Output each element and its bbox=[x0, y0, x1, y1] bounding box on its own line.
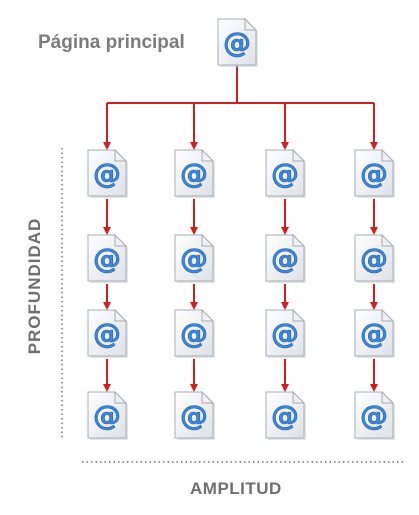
page-icon-col2-row4: @ bbox=[174, 390, 215, 440]
at-sign-icon: @ bbox=[223, 26, 251, 59]
at-sign-icon: @ bbox=[271, 317, 299, 350]
at-sign-icon: @ bbox=[271, 242, 299, 275]
at-sign-icon: @ bbox=[360, 157, 388, 190]
at-sign-icon: @ bbox=[180, 242, 208, 275]
page-icon-col1-row2: @ bbox=[87, 233, 128, 283]
page-icon-col4-row2: @ bbox=[354, 233, 395, 283]
page-icon-col4-row1: @ bbox=[354, 148, 395, 198]
at-sign-icon: @ bbox=[93, 399, 121, 432]
depth-axis-label: PROFUNDIDAD bbox=[25, 217, 44, 355]
at-sign-icon: @ bbox=[93, 242, 121, 275]
at-sign-icon: @ bbox=[271, 399, 299, 432]
at-sign-icon: @ bbox=[180, 157, 208, 190]
page-icon-col1-row3: @ bbox=[87, 308, 128, 358]
page-icon-col3-row3: @ bbox=[265, 308, 306, 358]
page-icon-col4-row4: @ bbox=[354, 390, 395, 440]
page-icon-col3-row4: @ bbox=[265, 390, 306, 440]
at-sign-icon: @ bbox=[360, 317, 388, 350]
page-icon-col1-row1: @ bbox=[87, 148, 128, 198]
connector-arrows bbox=[103, 65, 378, 392]
at-sign-icon: @ bbox=[271, 157, 299, 190]
at-sign-icon: @ bbox=[93, 317, 121, 350]
page-icon-col1-row4: @ bbox=[87, 390, 128, 440]
at-sign-icon: @ bbox=[180, 317, 208, 350]
page-icon-col2-row2: @ bbox=[174, 233, 215, 283]
at-sign-icon: @ bbox=[360, 242, 388, 275]
page-icons: @ @ @ @ @ @ @ @ @ @ @ @ @ @ @ @ @ bbox=[87, 17, 395, 440]
root-page-icon: @ bbox=[217, 17, 258, 67]
root-page-label: Página principal bbox=[38, 32, 185, 53]
page-icon-col2-row1: @ bbox=[174, 148, 215, 198]
page-icon-col4-row3: @ bbox=[354, 308, 395, 358]
page-icon-col2-row3: @ bbox=[174, 308, 215, 358]
breadth-axis-label: AMPLITUD bbox=[190, 479, 282, 498]
at-sign-icon: @ bbox=[180, 399, 208, 432]
page-icon-col3-row1: @ bbox=[265, 148, 306, 198]
at-sign-icon: @ bbox=[360, 399, 388, 432]
page-icon-col3-row2: @ bbox=[265, 233, 306, 283]
at-sign-icon: @ bbox=[93, 157, 121, 190]
